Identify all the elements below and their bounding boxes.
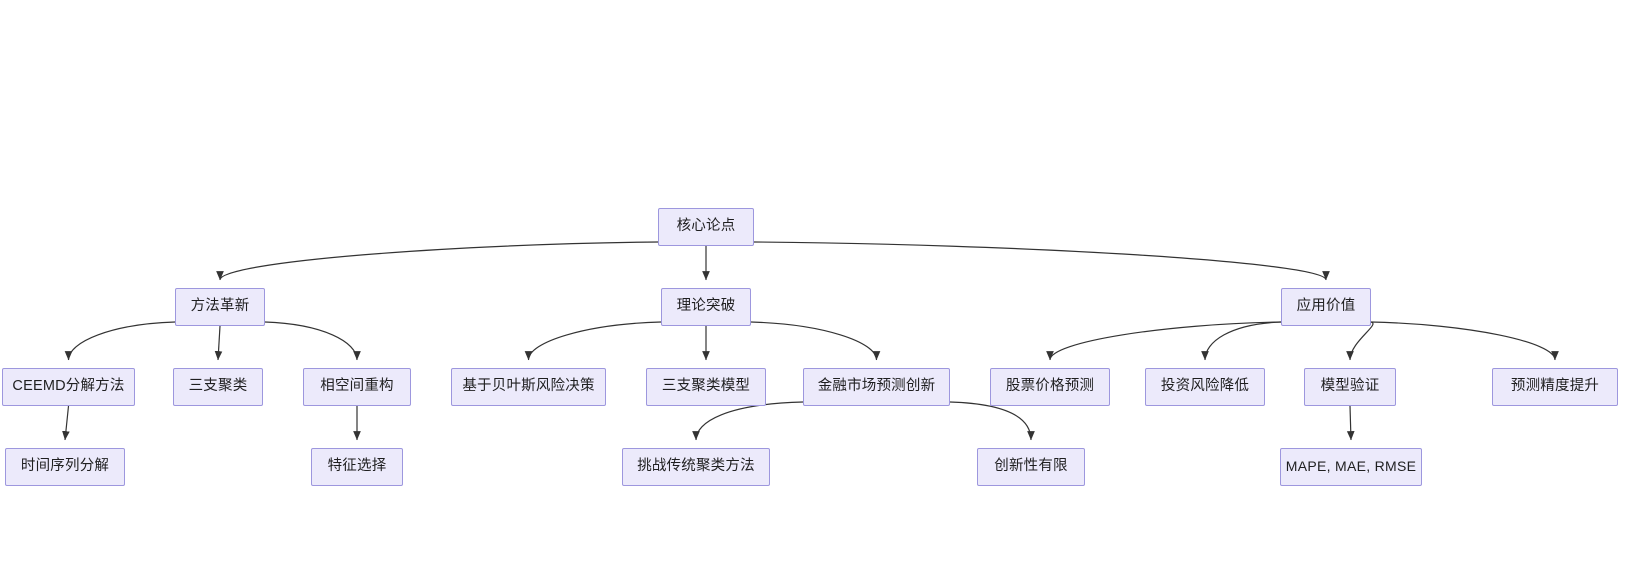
node-c4[interactable]: 基于贝叶斯风险决策 — [451, 368, 606, 406]
node-c3[interactable]: 相空间重构 — [303, 368, 411, 406]
node-c5[interactable]: 三支聚类模型 — [646, 368, 766, 406]
node-c9[interactable]: 模型验证 — [1304, 368, 1396, 406]
edge-m3-to-c9 — [1346, 321, 1374, 361]
node-c6[interactable]: 金融市场预测创新 — [803, 368, 950, 406]
edge-m3-to-c7 — [1046, 321, 1282, 361]
edge-c6-to-l4 — [949, 401, 1035, 441]
node-l2[interactable]: 特征选择 — [311, 448, 403, 486]
edge-m3-to-c10 — [1370, 321, 1559, 361]
edge-c6-to-l3 — [692, 401, 804, 441]
node-c10[interactable]: 预测精度提升 — [1492, 368, 1618, 406]
edge-m3-to-c8 — [1201, 321, 1282, 361]
edge-m1-to-c1 — [64, 321, 176, 361]
node-m1[interactable]: 方法革新 — [175, 288, 265, 326]
edge-m2-to-c6 — [750, 321, 881, 361]
node-c7[interactable]: 股票价格预测 — [990, 368, 1110, 406]
node-c1[interactable]: CEEMD分解方法 — [2, 368, 135, 406]
edge-c9-to-l5 — [1346, 405, 1355, 441]
edge-m1-to-c3 — [264, 321, 361, 361]
node-l3[interactable]: 挑战传统聚类方法 — [622, 448, 770, 486]
node-l1[interactable]: 时间序列分解 — [5, 448, 125, 486]
node-root[interactable]: 核心论点 — [658, 208, 754, 246]
node-m2[interactable]: 理论突破 — [661, 288, 751, 326]
edge-m1-to-c2 — [214, 325, 223, 361]
node-c2[interactable]: 三支聚类 — [173, 368, 263, 406]
edge-m2-to-c4 — [524, 321, 662, 361]
edge-group — [62, 241, 1559, 441]
edge-c1-to-l1 — [62, 405, 70, 441]
edge-root-to-m1 — [216, 241, 659, 281]
node-m3[interactable]: 应用价值 — [1281, 288, 1371, 326]
node-l4[interactable]: 创新性有限 — [977, 448, 1085, 486]
edge-root-to-m3 — [753, 241, 1330, 281]
node-c8[interactable]: 投资风险降低 — [1145, 368, 1265, 406]
node-l5[interactable]: MAPE, MAE, RMSE — [1280, 448, 1422, 486]
